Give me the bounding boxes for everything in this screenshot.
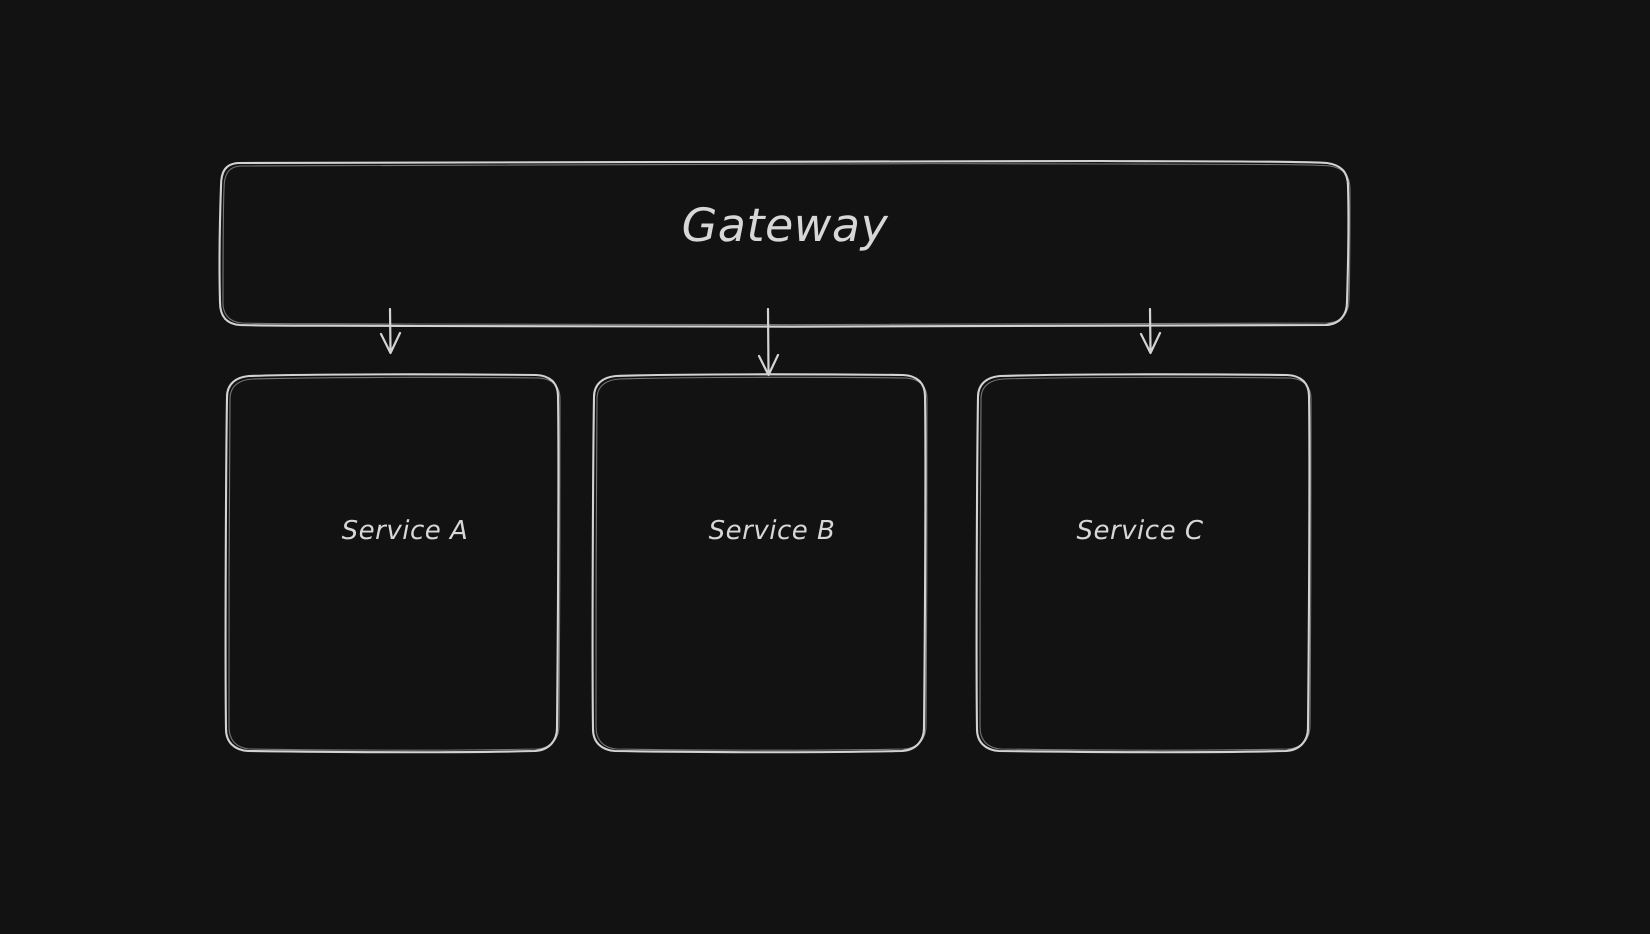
edge-line-b — [766, 307, 770, 374]
node-service-b[interactable] — [591, 373, 928, 754]
edge-gateway-service-a[interactable] — [379, 307, 402, 355]
node-service-a[interactable] — [224, 373, 561, 754]
edge-line-c — [1148, 307, 1152, 352]
arrowhead-a — [379, 331, 402, 355]
node-gateway[interactable] — [218, 159, 1351, 328]
service-b-label: Service B — [708, 516, 836, 546]
service-b-box-outline — [591, 373, 927, 754]
gateway-label: Gateway — [681, 198, 889, 252]
gateway-box-outline — [218, 159, 1350, 328]
service-c-label: Service C — [1076, 516, 1204, 546]
service-c-box-outline-sketch — [979, 376, 1312, 751]
edge-gateway-service-c[interactable] — [1139, 307, 1162, 355]
service-c-box-outline — [975, 373, 1311, 754]
arrowhead-c — [1139, 331, 1162, 355]
edge-line-a — [388, 307, 392, 352]
service-a-label: Service A — [341, 516, 469, 546]
service-b-box-outline-sketch — [595, 376, 928, 751]
node-service-c[interactable] — [975, 373, 1312, 754]
service-a-box-outline-sketch — [228, 376, 561, 751]
gateway-box-outline-sketch — [222, 162, 1351, 326]
service-a-box-outline — [224, 373, 560, 754]
edge-gateway-service-b[interactable] — [757, 307, 780, 377]
